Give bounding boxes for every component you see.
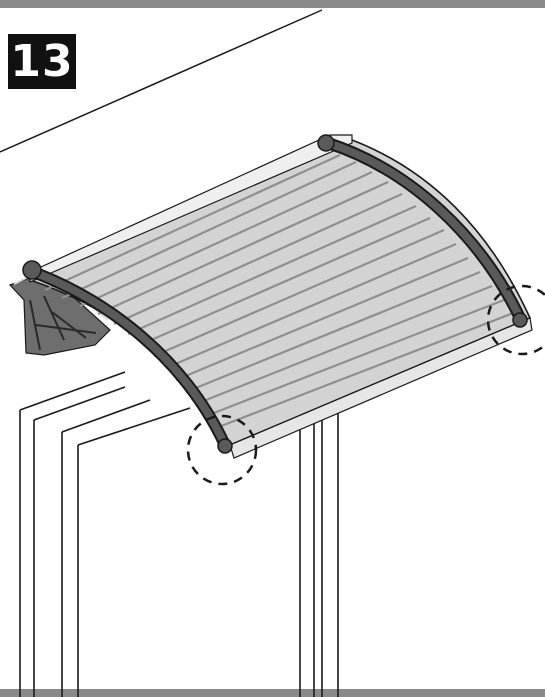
panel-ribs — [44, 153, 517, 430]
right-arc-bar — [317, 134, 528, 328]
left-front-cap — [217, 438, 233, 454]
callout-left-front-corner — [186, 414, 258, 486]
right-back-cap — [317, 134, 335, 152]
top-rule — [0, 0, 545, 8]
step-number: 13 — [10, 36, 74, 87]
right-front-cap — [512, 312, 528, 328]
step-number-badge: 13 — [8, 34, 76, 89]
wall-edge-line — [0, 9, 323, 153]
callout-right-front-corner — [486, 284, 545, 356]
door-frame — [19, 371, 339, 697]
bottom-rule — [0, 689, 545, 697]
left-back-cap — [22, 260, 42, 280]
left-arc-bar — [22, 260, 233, 454]
canopy-panel — [27, 134, 533, 459]
